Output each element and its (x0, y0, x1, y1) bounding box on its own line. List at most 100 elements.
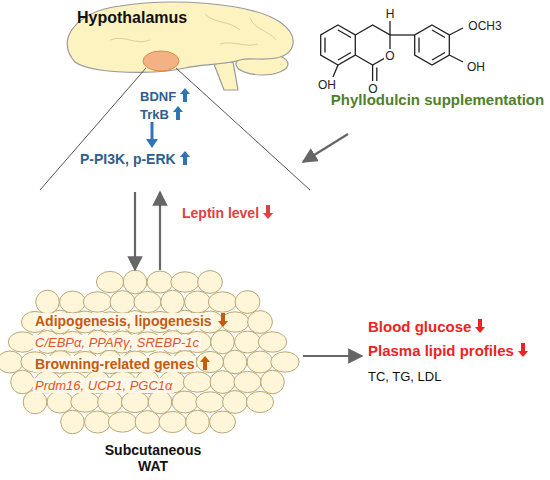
fat-cell (47, 391, 73, 413)
fat-cell (246, 391, 273, 412)
tissue-name-row: Subcutaneous WAT (101, 442, 205, 474)
down-arrow-icon (263, 205, 273, 219)
process-heading-row: Adipogenesis, lipogenesis (33, 312, 228, 330)
fat-cell (0, 351, 23, 373)
fat-cell (135, 411, 160, 434)
fat-cell (121, 391, 148, 412)
fat-cell (60, 291, 86, 313)
arrow-shape (263, 205, 273, 219)
fat-cell (96, 271, 123, 292)
up-arrow-icon (180, 88, 190, 102)
lipid-list: TC, TG, LDL (368, 369, 441, 384)
up-arrow-icon (173, 106, 183, 120)
signal-label-row: TrkB (140, 105, 183, 123)
arrow-shape (200, 356, 210, 370)
arrow-shape (518, 343, 528, 357)
atom-label-row: OH (317, 75, 337, 93)
atom-label: OCH3 (467, 19, 502, 33)
tissue-name: Subcutaneous WAT (101, 442, 205, 474)
brainstem (214, 62, 238, 90)
arrow-shape (180, 88, 190, 102)
adipocyte-cluster (0, 270, 299, 434)
compound-name-row: Phyllodulcin supplementation (330, 90, 545, 109)
signal-label: P-PI3K, p-ERK (80, 151, 176, 167)
gene-list: C/EBPα, PPARγ, SREBP-1c (33, 335, 201, 350)
outcome-text: Plasma lipid profiles (368, 342, 514, 359)
gene-list-row: C/EBPα, PPARγ, SREBP-1c (33, 333, 201, 351)
signal-label: BDNF (140, 89, 176, 104)
fat-cell (258, 332, 286, 352)
fat-cell (110, 291, 135, 314)
fat-cell (134, 291, 161, 312)
compound-box: Phyllodulcin supplementation (330, 88, 547, 132)
fat-cell (196, 392, 224, 412)
fat-cell (186, 410, 210, 434)
down-arrow-icon (518, 343, 528, 357)
fat-cell (196, 351, 223, 372)
benzene-ring (321, 25, 356, 65)
atom-label-row: H (385, 4, 396, 22)
signal-label-row: P-PI3K, p-ERK (80, 150, 190, 168)
fat-cell (123, 270, 147, 294)
cerebrum (67, 2, 293, 72)
outcome-text-row: Plasma lipid profiles (368, 342, 528, 360)
fat-cell (211, 330, 235, 354)
gene-list: Prdm16, UCP1, PGC1α (33, 378, 174, 393)
signal-arrow (151, 122, 154, 140)
aryl-ring (415, 25, 450, 65)
lipid-list-row: TC, TG, LDL (368, 367, 441, 385)
wat-region: Adipogenesis, lipogenesisC/EBPα, PPARγ, … (5, 272, 301, 478)
fat-cell (171, 272, 199, 292)
signal-arrowhead (146, 139, 158, 148)
outcome-text-row: Blood glucose (368, 318, 485, 336)
outcome-text: Blood glucose (368, 318, 471, 335)
atom-label: OH (317, 78, 337, 92)
fat-cell (147, 271, 173, 293)
carbonyl-bond (373, 65, 377, 81)
fat-cell (234, 371, 261, 392)
signal-label: TrkB (140, 107, 169, 122)
fat-cell (261, 370, 285, 394)
arrow-shape (475, 319, 485, 333)
hormone-label-row: Leptin level (182, 204, 273, 222)
connector-arrow (303, 355, 362, 357)
region-title: Hypothalamus (77, 9, 187, 26)
fat-cell (85, 411, 111, 433)
fat-cell (223, 350, 247, 374)
fat-cell (71, 392, 99, 412)
process-heading-row: Browning-related genes (33, 355, 210, 373)
fat-cell (23, 390, 47, 414)
fat-cell (36, 290, 60, 314)
connector-arrow (134, 192, 136, 270)
fat-cell (83, 292, 111, 312)
fat-cell (98, 391, 123, 414)
atom-label: O (367, 82, 378, 96)
compound-name: Phyllodulcin supplementation (330, 90, 545, 109)
zoom-lines (40, 68, 310, 190)
atom-label: OH (466, 60, 486, 74)
arrow-shape (180, 151, 190, 165)
fat-cell (248, 311, 273, 334)
hypothalamus-oval (143, 51, 179, 71)
up-arrow-icon (200, 356, 210, 370)
fat-cell (235, 331, 261, 353)
aryl-link (390, 34, 415, 35)
fat-cell (183, 372, 211, 392)
fat-cell (210, 371, 235, 394)
fat-cell (11, 370, 35, 394)
connector-arrow (303, 134, 348, 162)
fat-cell (198, 271, 223, 294)
down-arrow-icon (475, 319, 485, 333)
fat-cell (210, 411, 236, 433)
fat-cell (161, 290, 185, 314)
substituent-bonds (449, 28, 463, 62)
fat-cell (247, 351, 273, 373)
hormone-label: Leptin level (182, 205, 259, 221)
fat-cell (159, 411, 186, 432)
atom-label: H (385, 7, 396, 21)
outcome-box: Blood glucosePlasma lipid profilesTC, TG… (368, 318, 548, 394)
process-heading: Browning-related genes (33, 356, 196, 372)
chemical-structure (321, 20, 463, 81)
hydrogen-bond (389, 20, 390, 35)
